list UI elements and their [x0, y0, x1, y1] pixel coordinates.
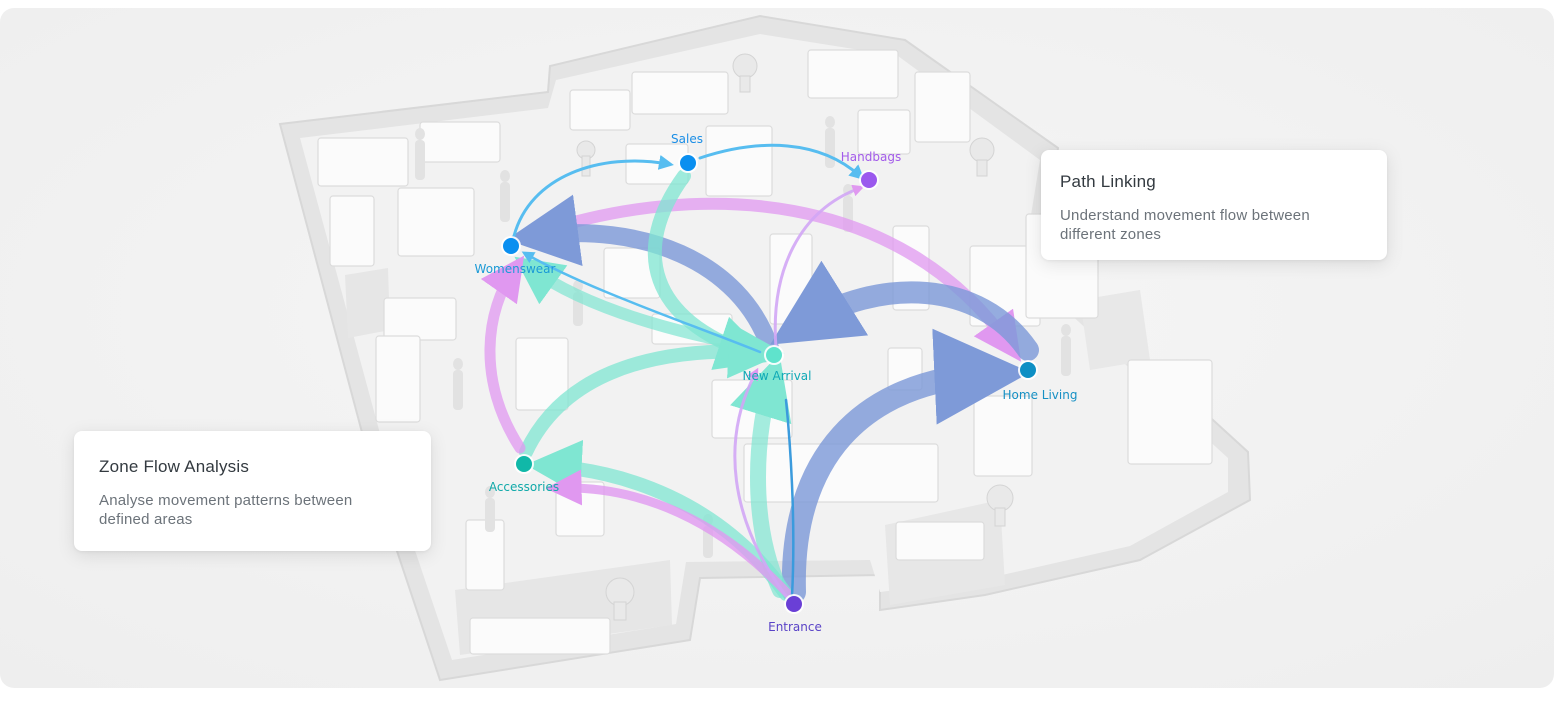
zone-node-entrance[interactable]: Entrance	[768, 594, 822, 634]
zone-flow-analysis-card: Zone Flow Analysis Analyse movement patt…	[74, 431, 431, 551]
zone-node-accessories[interactable]: Accessories	[489, 454, 559, 494]
zone-flow-analysis-description: Analyse movement patterns between define…	[99, 492, 353, 528]
store-fixtures	[317, 49, 1213, 655]
flow-sales-handbags	[698, 143, 865, 181]
flow-home-living-new-arrival	[770, 260, 1039, 361]
flow-entrance-new-arrival-purple	[733, 367, 788, 598]
flow-entrance-new-arrival	[730, 353, 792, 598]
zone-node-home-living[interactable]: Home Living	[1003, 360, 1078, 402]
flow-new-arrival-womenswear-sky	[521, 251, 762, 354]
zone-node-handbags[interactable]: Handbags	[841, 150, 901, 190]
flow-new-arrival-womenswear-teal	[514, 256, 766, 354]
zone-label-handbags: Handbags	[841, 150, 901, 164]
zone-label-sales: Sales	[671, 132, 703, 146]
zone-node-womenswear[interactable]: Womenswear	[475, 236, 556, 276]
flow-new-arrival-handbags	[773, 184, 865, 350]
zone-node-new-arrival[interactable]: New Arrival	[743, 345, 812, 383]
zone-label-home-living: Home Living	[1003, 388, 1078, 402]
flow-entrance-home-living	[781, 328, 1031, 604]
zone-label-new-arrival: New Arrival	[743, 369, 812, 383]
zone-flow-analysis-title: Zone Flow Analysis	[99, 457, 250, 476]
zone-label-womenswear: Womenswear	[475, 262, 556, 276]
zone-label-entrance: Entrance	[768, 620, 822, 634]
flow-new-arrival-womenswear	[506, 194, 779, 357]
zone-node-sales[interactable]: Sales	[671, 132, 703, 173]
path-linking-description: Understand movement flow between differe…	[1060, 207, 1310, 243]
plants	[576, 53, 1014, 621]
flow-arrows	[480, 143, 1039, 604]
flow-accessories-new-arrival	[519, 322, 785, 459]
path-linking-card: Path Linking Understand movement flow be…	[1041, 150, 1387, 260]
flow-entrance-up-sky	[784, 398, 795, 598]
path-linking-title: Path Linking	[1060, 172, 1156, 191]
flow-entrance-accessories-purple	[545, 469, 795, 601]
flow-womenswear-sales	[512, 155, 674, 238]
zone-label-accessories: Accessories	[489, 480, 559, 494]
zone-nodes: Sales Handbags Womenswear New Arrival Ho	[475, 132, 1078, 634]
flow-accessories-womenswear	[480, 255, 526, 454]
